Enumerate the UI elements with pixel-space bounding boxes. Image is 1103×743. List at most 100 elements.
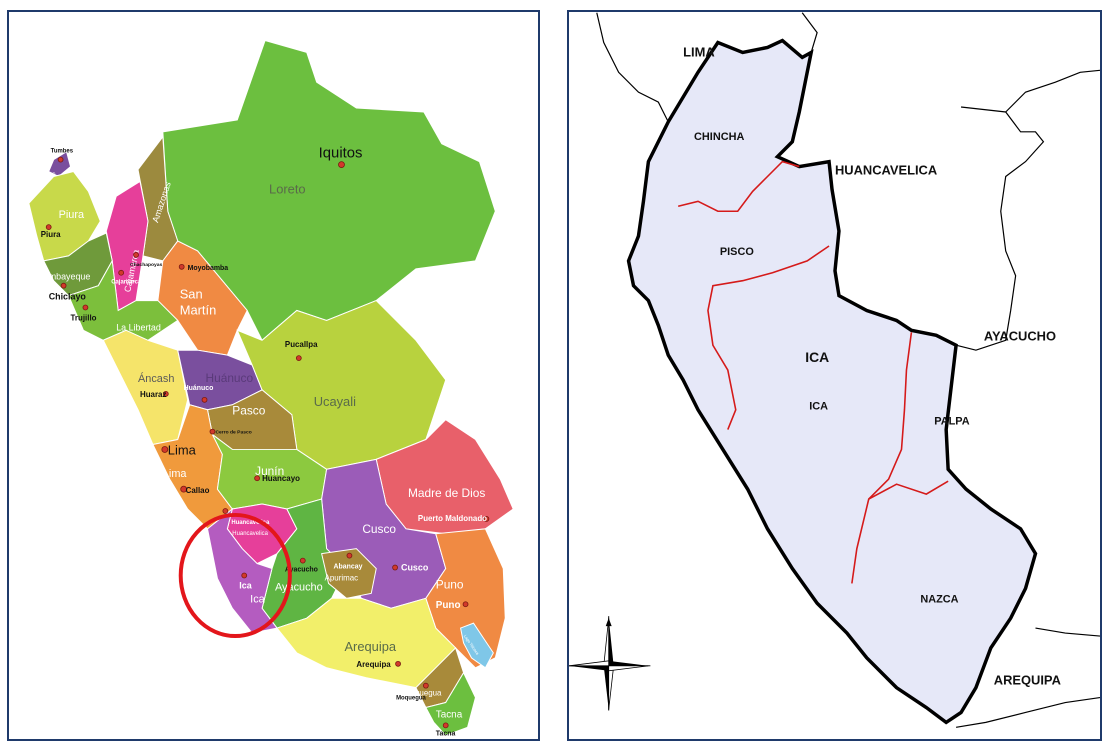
label-ica: Ica [250,593,265,605]
region-label-huancavelica: HUANCAVELICA [835,163,937,178]
department-tumbes [48,150,72,178]
border-lima-left [596,12,669,123]
border-huancavelica-ayacucho [955,106,1045,351]
province-border-chincha-pisco [677,160,800,213]
city-dot-puerto-maldonado [483,516,490,522]
city-dot-huaraz [162,390,169,397]
border-lima-right [801,12,818,53]
department-arequipa [276,597,457,689]
city-label-lima: Lima [168,442,197,457]
ica-highlight-circle [178,512,292,639]
region-label-lima: LIMA [683,44,715,59]
city-label-cerro-de-pasco: Cerro de Pasco [215,430,251,436]
city-dot-cerro-de-pasco [209,428,216,435]
border-top-right [1005,69,1100,113]
city-label-arequipa: Arequipa [356,660,391,669]
province-border-ica-palpa [851,332,913,584]
city-dot-abancay [346,552,353,559]
city-dot-arequipa [395,660,401,667]
city-label-cusco: Cusco [401,563,429,573]
label-madre-de-dios: Madre de Dios [408,486,485,500]
city-label-callao: Callao [186,486,210,495]
city-dot-tumbes [57,156,64,163]
department-la-libertad [67,259,179,341]
city-dot-huanuco [201,396,208,403]
label-cusco: Cusco [362,522,396,536]
city-dot-callao [180,485,188,493]
city-label-tacna: Tacna [436,730,456,737]
city-dot-cusco [392,564,398,571]
city-label-puerto-maldonado: Puerto Maldonado [418,514,487,523]
label-ucayali: Ucayali [314,394,356,409]
ica-map-svg: LIMA HUANCAVELICA AYACUCHO AREQUIPA CHIN… [569,12,1100,728]
city-label-pucallpa: Pucallpa [285,340,318,349]
city-dot-chiclayo [60,282,67,289]
label-arequipa: Arequipa [344,639,396,654]
label-puno: Puno [436,577,464,591]
province-label-ica: ICA [809,401,828,413]
label-ancash: Áncash [138,372,174,385]
province-label-chincha: CHINCHA [694,131,744,143]
city-dot-pucallpa [295,355,302,362]
department-apurimac [321,548,377,599]
city-label-trujillo: Trujillo [71,313,97,322]
label-lambayeque: Lambayeque [39,272,91,282]
department-piura [28,170,101,262]
label-lima: Lima [163,468,188,480]
city-label-ayacucho: Ayacucho [285,567,318,574]
lake-titicaca [460,622,494,669]
city-label-puno: Puno [436,600,461,611]
city-dot-puno [462,601,469,608]
city-dot-lima [161,446,169,453]
city-label-chachapoyas: Chachapoyas [130,262,162,268]
city-dot-piura [45,224,52,231]
label-loreto: Loreto [269,181,306,196]
city-label-huaraz: Huaraz [140,390,166,399]
city-label-piura: Piura [41,230,61,239]
city-label-huanuco: Huánuco [184,385,214,392]
region-label-ica: ICA [805,349,829,365]
province-label-palpa: PALPA [934,416,969,428]
department-tacna [425,671,476,736]
city-label-huancayo: Huancayo [262,474,300,483]
ica-provinces-map: LIMA HUANCAVELICA AYACUCHO AREQUIPA CHIN… [567,10,1102,741]
border-coast-bottom [955,696,1100,728]
city-dot-ica [241,572,248,579]
city-dot-chachapoyas [133,252,139,258]
city-label-chiclayo: Chiclayo [49,292,87,302]
city-dot-huancayo [254,475,261,482]
label-huancavelica: Huancavelica [232,531,268,537]
city-label-moquegua: Moquegua [396,696,426,702]
region-label-arequipa: AREQUIPA [994,673,1061,688]
city-dot-tacna [442,722,449,729]
label-la-libertad: La Libertad [116,322,161,332]
city-label-abancay: Abancay [334,564,363,571]
city-label-huancavelica: Huancavelica [231,520,270,526]
label-ayacucho: Ayacucho [275,581,323,593]
city-label-moyobamba: Moyobamba [188,265,229,272]
border-ayacucho-arequipa [1035,627,1100,637]
city-dot-ayacucho [299,557,306,564]
province-label-pisco: PISCO [720,246,754,258]
city-dot-moquegua [422,682,429,689]
label-apurimac: Apurimac [325,573,358,582]
region-label-ayacucho: AYACUCHO [984,328,1056,343]
label-moquegua: Moquegua [404,689,442,698]
label-pasco: Pasco [232,404,265,418]
label-junin: Junín [255,464,284,478]
department-ancash [102,329,189,446]
city-label-tumbes: Tumbes [51,149,74,155]
department-ica [206,507,278,634]
city-label-cajamarca: Cajamarca [111,280,142,286]
ica-department [626,38,1038,725]
label-tumbes-dept: Tumbes [31,172,56,179]
city-dot-trujillo [82,304,89,311]
city-label-iquitos: Iquitos [319,146,363,162]
city-label-ica: Ica [239,580,252,590]
province-border-pisco-ica [707,245,830,430]
province-label-nazca: NAZCA [920,593,958,605]
label-piura: Piura [59,209,85,221]
